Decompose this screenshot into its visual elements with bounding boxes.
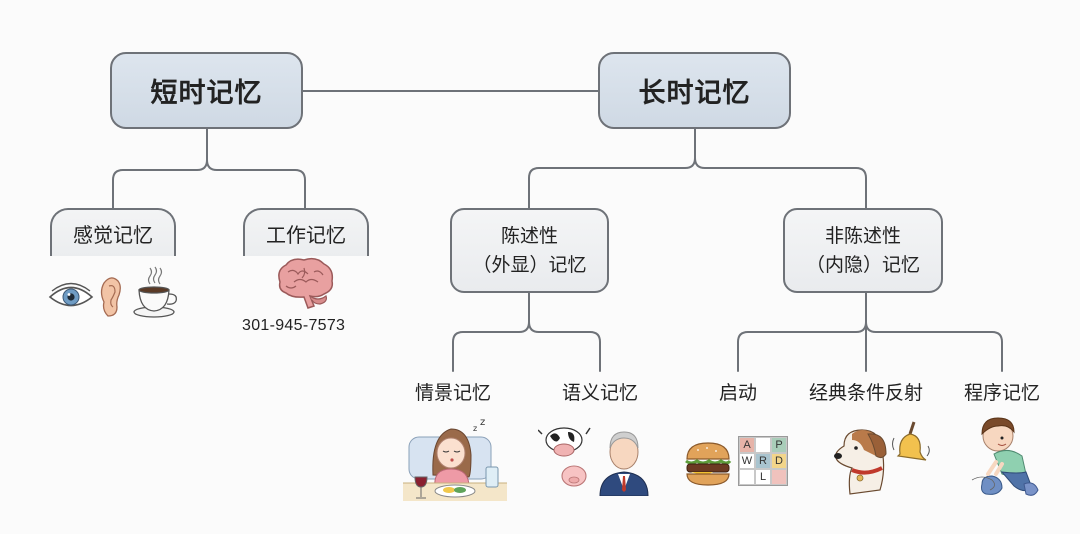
brain-icon [278, 257, 334, 309]
working-memory-example-number: 301-945-7573 [242, 317, 346, 334]
working-memory-node: 工作记忆 [243, 208, 369, 256]
connector-nondeclarative-to-priming [737, 291, 867, 372]
word-grid-cell: A [739, 437, 755, 453]
connector-long-to-nondeclarative [694, 127, 867, 209]
nondeclarative-memory-node: 非陈述性 （内隐）记忆 [783, 208, 943, 293]
classical-conditioning-label: 经典条件反射 [808, 382, 924, 404]
cow-pig-elderly-man-illustration [538, 427, 649, 496]
procedural-memory-label: 程序记忆 [963, 382, 1041, 404]
long-term-memory-label: 长时记忆 [638, 78, 751, 109]
svg-text:z: z [480, 417, 485, 428]
word-grid: A P W R D L [738, 436, 788, 486]
declarative-memory-node: 陈述性 （外显）记忆 [450, 208, 609, 293]
sensory-memory-node: 感觉记忆 [50, 208, 176, 256]
svg-text:z: z [473, 424, 477, 433]
episodic-memory-label: 情景记忆 [414, 382, 492, 404]
priming-label: 启动 [718, 382, 758, 404]
word-grid-cell: D [771, 453, 787, 469]
boy-tying-shoelaces-illustration [971, 417, 1039, 496]
working-memory-label: 工作记忆 [266, 222, 346, 247]
declarative-memory-label-line2: （外显）记忆 [472, 253, 587, 276]
declarative-memory-label-line1: 陈述性 [500, 224, 558, 247]
short-term-memory-label: 短时记忆 [150, 78, 263, 109]
connector-declarative-to-episodic [452, 291, 530, 372]
girl-dozing-at-dinner-illustration: z z [403, 417, 507, 501]
sensory-memory-label: 感觉记忆 [73, 222, 153, 247]
eye-icon [48, 282, 94, 307]
word-grid-cell: R [755, 453, 771, 469]
connector-nondeclarative-to-procedural [865, 291, 1003, 372]
word-grid-cell: P [771, 437, 787, 453]
connector-declarative-to-semantic [528, 291, 601, 372]
word-grid-cell [771, 469, 787, 485]
nondeclarative-memory-label-line2: （内隐）记忆 [805, 253, 920, 276]
word-grid-cell: W [739, 453, 755, 469]
word-grid-cell [739, 469, 755, 485]
ear-icon [100, 277, 121, 317]
word-grid-cell [755, 437, 771, 453]
dog-and-bell-illustration [834, 421, 930, 495]
connector-short-to-sensory [112, 127, 208, 211]
coffee-cup-icon [133, 266, 177, 318]
connector-short-to-working [206, 127, 306, 211]
long-term-memory-node: 长时记忆 [598, 52, 791, 129]
word-grid-cell: L [755, 469, 771, 485]
semantic-memory-label: 语义记忆 [561, 382, 639, 404]
connector-long-to-declarative [528, 127, 696, 209]
nondeclarative-memory-label-line1: 非陈述性 [824, 224, 901, 247]
short-term-memory-node: 短时记忆 [110, 52, 303, 129]
burger-icon [685, 442, 732, 486]
